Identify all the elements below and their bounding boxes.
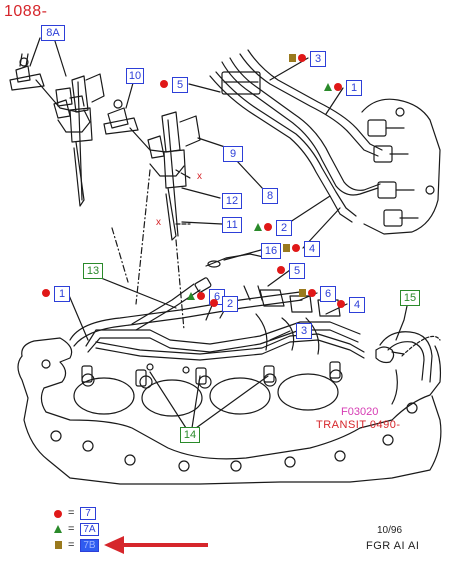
callout-5[interactable]: 5 bbox=[289, 263, 305, 279]
red-circle-icon bbox=[210, 299, 218, 307]
red-circle-icon bbox=[292, 244, 300, 252]
green-triangle-icon bbox=[187, 292, 195, 300]
brown-square-icon bbox=[55, 541, 62, 549]
callout-5[interactable]: 5 bbox=[172, 77, 188, 93]
red-circle-icon bbox=[308, 289, 316, 297]
legend-ref-dot[interactable]: 7 bbox=[80, 507, 96, 520]
callout-2[interactable]: 2 bbox=[276, 220, 292, 236]
red-arrow-icon bbox=[104, 536, 208, 554]
red-circle-icon bbox=[197, 292, 205, 300]
brown-square-icon bbox=[283, 244, 290, 252]
page-code: 1088- bbox=[4, 3, 48, 20]
red-circle-icon bbox=[54, 510, 62, 518]
red-circle-icon bbox=[298, 54, 306, 62]
red-circle-icon bbox=[264, 223, 272, 231]
red-circle-icon bbox=[42, 289, 50, 297]
callout-1[interactable]: 1 bbox=[54, 286, 70, 302]
brown-square-icon bbox=[299, 289, 306, 297]
callout-3[interactable]: 3 bbox=[296, 323, 312, 339]
callout-12[interactable]: 12 bbox=[222, 193, 242, 209]
engine-drawing bbox=[9, 37, 442, 485]
figure-code: F03020 bbox=[341, 406, 379, 418]
red-circle-icon bbox=[337, 300, 345, 308]
callout-8a[interactable]: 8A bbox=[41, 25, 65, 41]
callout-9[interactable]: 9 bbox=[223, 146, 243, 162]
callout-3[interactable]: 3 bbox=[310, 51, 326, 67]
callout-8[interactable]: 8 bbox=[262, 188, 278, 204]
red-circle-icon bbox=[160, 80, 168, 88]
legend-equals: = bbox=[68, 523, 75, 535]
red-circle-icon bbox=[277, 266, 285, 274]
red-circle-icon bbox=[334, 83, 342, 91]
green-triangle-icon bbox=[254, 223, 262, 231]
legend-equals: = bbox=[68, 507, 75, 519]
cut-mark-x: x bbox=[156, 217, 161, 228]
brown-square-icon bbox=[289, 54, 296, 62]
callout-4[interactable]: 4 bbox=[349, 297, 365, 313]
legend-ref-triangle[interactable]: 7A bbox=[80, 523, 99, 536]
reference-code: FGR AI AI bbox=[366, 540, 420, 552]
callout-6[interactable]: 6 bbox=[320, 286, 336, 302]
green-triangle-icon bbox=[54, 525, 62, 533]
legend-equals: = bbox=[68, 539, 75, 551]
callout-14[interactable]: 14 bbox=[180, 427, 200, 443]
green-triangle-icon bbox=[324, 83, 332, 91]
callout-2[interactable]: 2 bbox=[222, 296, 238, 312]
callout-10[interactable]: 10 bbox=[126, 68, 144, 84]
callout-1[interactable]: 1 bbox=[346, 80, 362, 96]
legend-ref-square[interactable]: 7B bbox=[80, 539, 99, 552]
callout-16[interactable]: 16 bbox=[261, 243, 281, 259]
callout-4[interactable]: 4 bbox=[304, 241, 320, 257]
callout-13[interactable]: 13 bbox=[83, 263, 103, 279]
cut-mark-x: x bbox=[197, 171, 202, 182]
callout-11[interactable]: 11 bbox=[222, 217, 242, 233]
date-code: 10/96 bbox=[377, 525, 403, 536]
figure-model: TRANSIT 0490- bbox=[316, 419, 401, 431]
callout-15[interactable]: 15 bbox=[400, 290, 420, 306]
